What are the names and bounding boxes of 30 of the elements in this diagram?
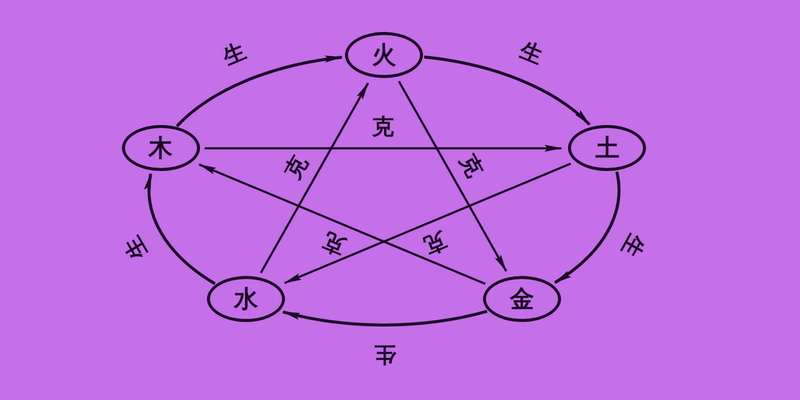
node-label: 水 bbox=[234, 287, 258, 312]
node-label: 金 bbox=[510, 287, 534, 312]
node-label: 木 bbox=[148, 136, 172, 160]
arrow bbox=[282, 310, 488, 326]
edge-label: 生 bbox=[516, 40, 546, 68]
arrow bbox=[398, 80, 508, 272]
arrow bbox=[204, 144, 562, 152]
circle-node bbox=[122, 125, 200, 172]
edge-label: 生 bbox=[220, 40, 250, 70]
arrow bbox=[176, 56, 343, 128]
edge-label: 克 bbox=[282, 153, 312, 184]
node-label: 土 bbox=[595, 136, 620, 160]
arrow bbox=[554, 172, 620, 284]
edge-label: 生 bbox=[374, 342, 396, 364]
edge-label: 生 bbox=[122, 232, 152, 262]
arrow bbox=[284, 162, 572, 284]
edge-label: 克 bbox=[372, 117, 394, 140]
edge-label: 克 bbox=[454, 151, 485, 182]
circle-node bbox=[483, 276, 562, 322]
arrow bbox=[146, 172, 216, 286]
arrow bbox=[424, 56, 590, 126]
edge-label: 克 bbox=[320, 228, 349, 257]
circle-node bbox=[345, 32, 423, 78]
edge-label: 生 bbox=[617, 230, 648, 260]
arrow bbox=[198, 163, 486, 285]
circle-node bbox=[206, 276, 285, 322]
circle-node bbox=[568, 125, 646, 172]
node-label: 火 bbox=[372, 43, 396, 67]
arrow bbox=[260, 82, 370, 274]
edge-label: 克 bbox=[420, 227, 450, 256]
